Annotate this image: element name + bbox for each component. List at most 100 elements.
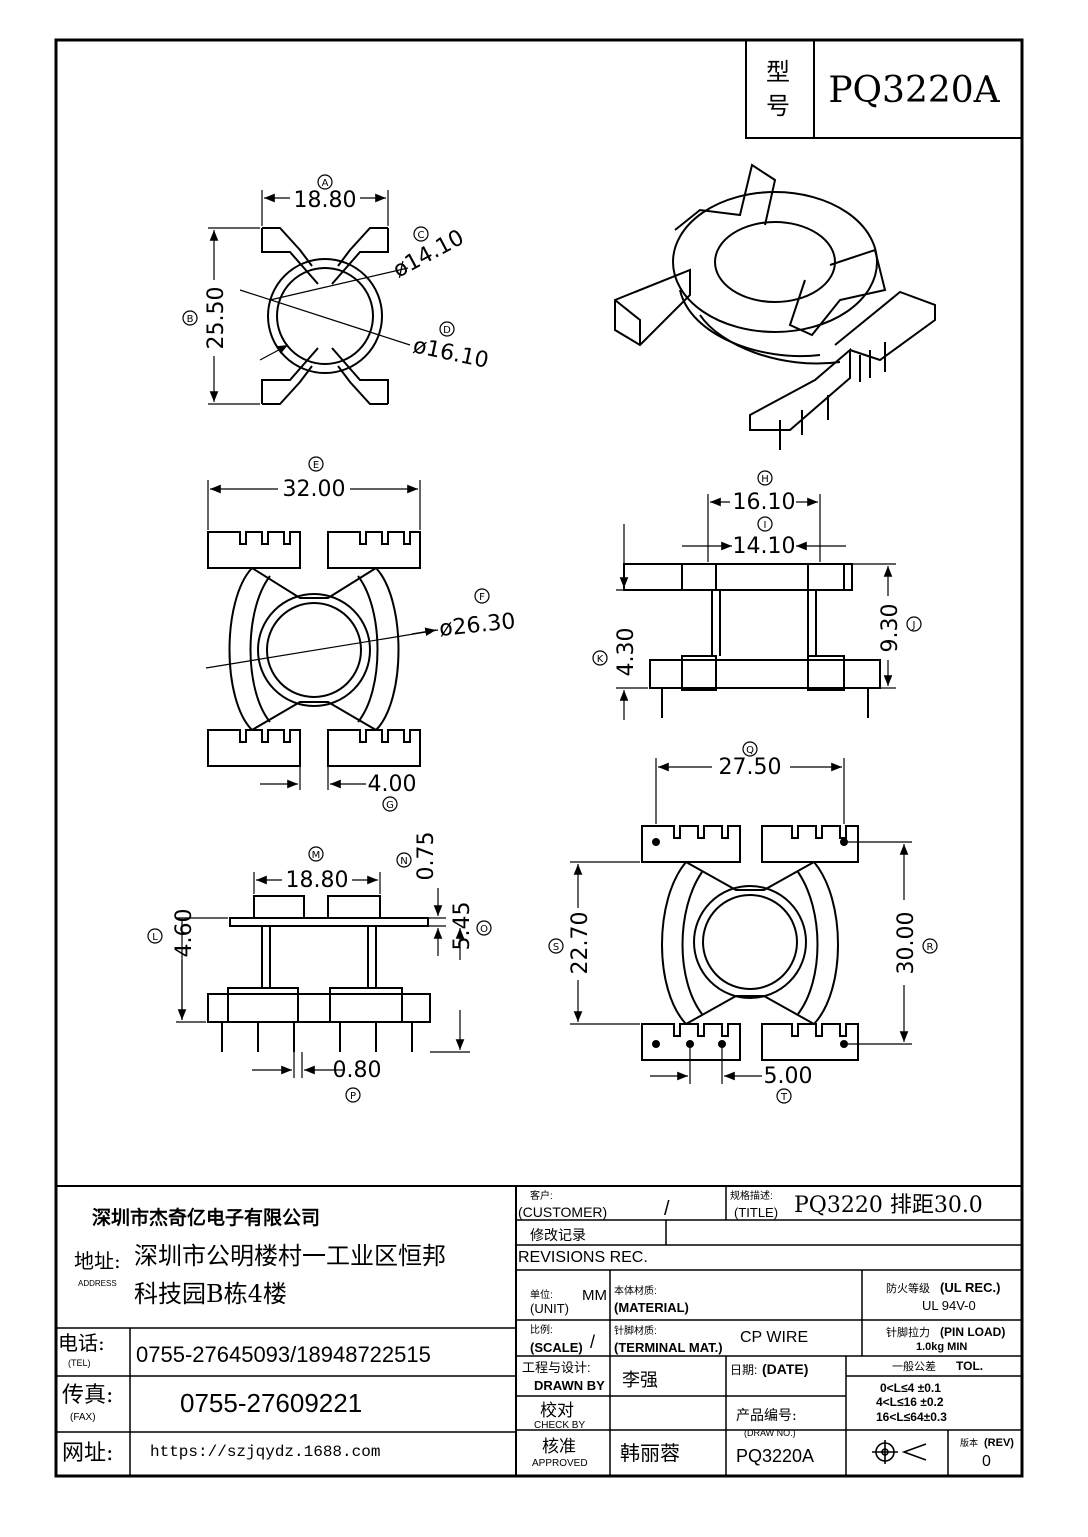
marker-o: O (476, 920, 492, 936)
svg-text:O: O (480, 924, 488, 935)
scale-en: (SCALE) (530, 1340, 583, 1355)
dim-t: 5.00 (764, 1064, 813, 1089)
isometric-view (614, 163, 936, 450)
revisions-cn: 修改记录 (530, 1227, 586, 1243)
view-front (205, 480, 439, 790)
marker-l: L (147, 928, 163, 944)
view-top (208, 190, 411, 405)
model-box: 型 号 PQ3220A (745, 39, 1023, 139)
svg-text:T: T (780, 1092, 788, 1103)
title-value: PQ3220 排距30.0 (794, 1193, 983, 1218)
marker-e: E (308, 456, 324, 472)
terminal-cn: 针脚材质: (614, 1324, 657, 1337)
dim-o: 5.45 (450, 902, 475, 951)
sheet-border (54, 38, 1024, 1478)
dim-p: 0.80 (333, 1058, 382, 1083)
view-lower-side (176, 872, 470, 1078)
dim-g: 4.00 (368, 772, 417, 797)
revisions-en: REVISIONS REC. (518, 1249, 648, 1266)
marker-a: A (317, 174, 333, 190)
dim-r: 30.00 (894, 912, 919, 975)
tel-value: 0755-27645093/18948722515 (136, 1342, 431, 1367)
pinload-en: (PIN LOAD) (940, 1325, 1005, 1339)
marker-p: P (345, 1087, 361, 1103)
svg-text:D: D (443, 325, 451, 336)
svg-text:E: E (313, 460, 319, 471)
rev-cn: 版本 (960, 1437, 978, 1448)
svg-text:I: I (764, 520, 767, 531)
web-label: 网址: (62, 1441, 113, 1466)
customer-value: / (664, 1198, 670, 1220)
marker-i: I (757, 516, 773, 532)
address-label: 地址: (74, 1249, 121, 1273)
marker-b: B (182, 310, 198, 326)
pinload-value: 1.0kg MIN (916, 1341, 967, 1353)
dim-s: 22.70 (568, 912, 593, 975)
svg-text:C: C (418, 230, 425, 241)
marker-c: C (413, 226, 429, 242)
dim-a: 18.80 (294, 188, 357, 213)
marker-r: R (922, 938, 938, 954)
address-line-2: 科技园B栋4楼 (134, 1280, 287, 1308)
company-info: 深圳市杰奇亿电子有限公司 地址: ADDRESS 深圳市公明楼村一工业区恒邦 科… (58, 1206, 446, 1466)
ul-en: (UL REC.) (940, 1280, 1000, 1295)
approved-cn: 核准 (542, 1437, 576, 1457)
ul-value: UL 94V-0 (922, 1298, 976, 1313)
unit-cn: 单位: (530, 1288, 553, 1301)
svg-text:B: B (187, 314, 194, 325)
svg-text:F: F (479, 592, 485, 603)
svg-text:H: H (761, 474, 769, 485)
company-name: 深圳市杰奇亿电子有限公司 (92, 1206, 320, 1229)
dim-h: 16.10 (733, 490, 796, 515)
customer-en: (CUSTOMER) (518, 1204, 607, 1220)
title-block-text: 客户: (CUSTOMER) / 规格描述: (TITLE) PQ3220 排距… (518, 1189, 1014, 1470)
marker-j: J (906, 616, 922, 632)
check-en: CHECK BY (534, 1420, 585, 1431)
unit-value: MM (582, 1287, 607, 1304)
customer-cn: 客户: (530, 1189, 553, 1202)
svg-text:G: G (386, 800, 394, 811)
fax-label: 传真: (62, 1383, 113, 1408)
dim-n: 0.75 (414, 832, 439, 881)
drawn-en: DRAWN BY (534, 1378, 605, 1393)
title-cn: 规格描述: (730, 1189, 773, 1202)
material-cn: 本体材质: (614, 1284, 657, 1297)
svg-text:J: J (912, 620, 916, 631)
svg-text:K: K (597, 654, 604, 665)
dim-d: ø16.10 (411, 333, 491, 373)
tol-cn: 一般公差 (892, 1359, 936, 1373)
title-en: (TITLE) (734, 1205, 778, 1220)
web-value: https://szjqydz.1688.com (150, 1443, 380, 1461)
ul-cn: 防火等级 (886, 1281, 930, 1295)
dim-q: 27.50 (719, 755, 782, 780)
scale-cn: 比例: (530, 1323, 553, 1336)
fax-value: 0755-27609221 (180, 1388, 362, 1418)
marker-h: H (757, 470, 773, 486)
svg-text:S: S (553, 942, 559, 953)
model-value: PQ3220A (828, 70, 1000, 111)
model-label-bottom: 号 (766, 92, 790, 120)
approved-value: 韩丽蓉 (620, 1441, 680, 1465)
drawno-value: PQ3220A (736, 1446, 814, 1466)
address-line-1: 深圳市公明楼村一工业区恒邦 (134, 1242, 446, 1270)
title-block (56, 1185, 1022, 1476)
drawno-cn: 产品编号: (736, 1408, 797, 1424)
pinload-cn: 针脚拉力 (886, 1325, 930, 1339)
marker-n: N (396, 852, 412, 868)
tol-line-3: 16<L≤64±0.3 (876, 1410, 947, 1424)
view-bottom (570, 758, 912, 1084)
terminal-value: CP WIRE (740, 1329, 808, 1346)
marker-g: G (382, 796, 398, 812)
material-en: (MATERIAL) (614, 1300, 689, 1315)
dim-e: 32.00 (283, 477, 346, 502)
rev-en: (REV) (984, 1437, 1014, 1449)
marker-q: Q (742, 741, 758, 757)
svg-text:R: R (927, 942, 934, 953)
svg-text:N: N (400, 856, 407, 867)
dim-f: ø26.30 (438, 609, 517, 642)
date-en: (DATE) (762, 1361, 808, 1377)
drawn-value: 李强 (622, 1370, 658, 1391)
view-side (616, 494, 896, 720)
drawno-en: (DRAW NO.) (744, 1428, 796, 1438)
